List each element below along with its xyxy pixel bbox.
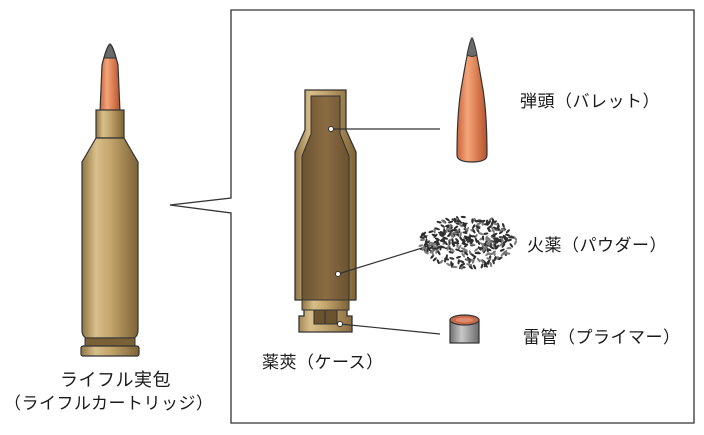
case-cutaway-illustration (294, 89, 357, 333)
powder-label: 火薬（パウダー） (527, 236, 667, 256)
case-label: 薬莢（ケース） (262, 353, 384, 373)
cartridge-illustration (80, 43, 140, 357)
cartridge-subname-label: （ライフルカートリッジ） (4, 394, 214, 414)
primer-label: 雷管（プライマー） (523, 328, 681, 348)
powder-leader-line (337, 243, 436, 275)
callout-frame (169, 9, 695, 424)
cartridge-name-label: ライフル実包 (60, 370, 171, 391)
primer-illustration (449, 314, 480, 344)
primer-leader-line (339, 323, 441, 335)
powder-pile-illustration (418, 215, 518, 270)
bullet-illustration (456, 36, 488, 163)
bullet-label: 弾頭（バレット） (520, 92, 660, 112)
